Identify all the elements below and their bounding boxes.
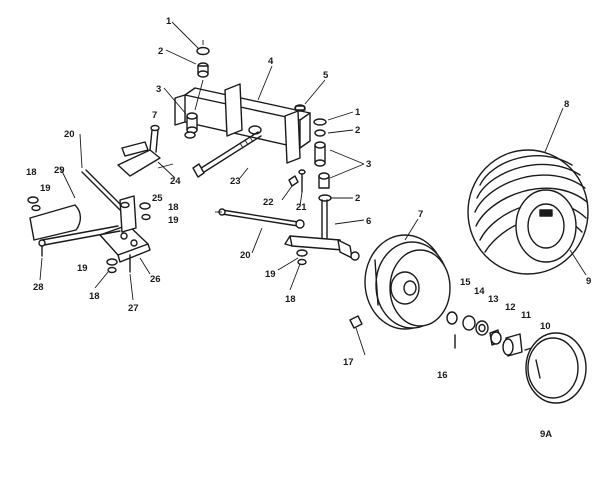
left-spindle-stack <box>184 40 210 139</box>
callout-19-left: 19 <box>40 183 51 194</box>
callout-1-right: 1 <box>355 107 361 118</box>
callout-18-center: 18 <box>285 294 296 305</box>
steering-arm <box>81 124 161 211</box>
left-hardware <box>27 196 308 274</box>
ball-joint-parts <box>288 169 306 193</box>
callout-28: 28 <box>33 282 44 293</box>
callout-20-center: 20 <box>240 250 251 261</box>
callout-27: 27 <box>128 303 139 314</box>
callout-2: 2 <box>158 46 163 57</box>
steering-lever <box>29 204 121 257</box>
callout-7: 7 <box>418 209 423 220</box>
callout-23: 23 <box>230 176 241 187</box>
callout-15: 15 <box>460 277 471 288</box>
callout-18-low: 18 <box>89 291 100 302</box>
callout-8: 8 <box>564 99 569 110</box>
callout-4: 4 <box>268 56 274 67</box>
callout-9: 9 <box>586 276 591 287</box>
callout-16: 16 <box>437 370 448 381</box>
leader-lines <box>39 21 587 356</box>
spindle <box>284 199 360 261</box>
callout-3: 3 <box>156 84 161 95</box>
callout-21: 21 <box>296 202 307 213</box>
hubcap <box>525 332 587 404</box>
callout-2-right: 2 <box>355 125 360 136</box>
tire <box>467 149 589 275</box>
callout-13: 13 <box>488 294 499 305</box>
callout-3-right: 3 <box>366 159 371 170</box>
callout-12: 12 <box>505 302 516 313</box>
lug-nut <box>349 315 363 329</box>
callout-18-left: 18 <box>26 167 37 178</box>
callout-10: 10 <box>540 321 551 332</box>
callout-1: 1 <box>166 16 172 27</box>
callout-19-low: 19 <box>77 263 88 274</box>
callout-24: 24 <box>170 176 181 187</box>
callout-5: 5 <box>323 70 329 81</box>
callout-29: 29 <box>54 165 65 176</box>
callout-26: 26 <box>150 274 161 285</box>
callout-6: 6 <box>366 216 371 227</box>
callout-2-lower: 2 <box>355 193 360 204</box>
callout-14: 14 <box>474 286 485 297</box>
callout-22: 22 <box>263 197 274 208</box>
axle-beam <box>174 83 311 164</box>
hub-hardware <box>446 311 533 357</box>
callout-7-left: 7 <box>152 110 157 121</box>
callout-11: 11 <box>521 310 532 321</box>
callout-19-center: 19 <box>265 269 276 280</box>
tie-rod <box>215 208 305 229</box>
callout-9a: 9A <box>540 429 552 440</box>
wheel-rim <box>364 234 451 330</box>
pivot-bolt <box>192 131 262 178</box>
callout-19-mid: 19 <box>168 215 179 226</box>
callout-20-left: 20 <box>64 129 75 140</box>
callout-labels: 1 2 3 4 5 1 2 3 2 6 7 8 9 9A 10 11 12 13… <box>26 16 591 440</box>
callout-17: 17 <box>343 357 354 368</box>
callout-25: 25 <box>152 193 163 204</box>
callout-18-mid: 18 <box>168 202 179 213</box>
